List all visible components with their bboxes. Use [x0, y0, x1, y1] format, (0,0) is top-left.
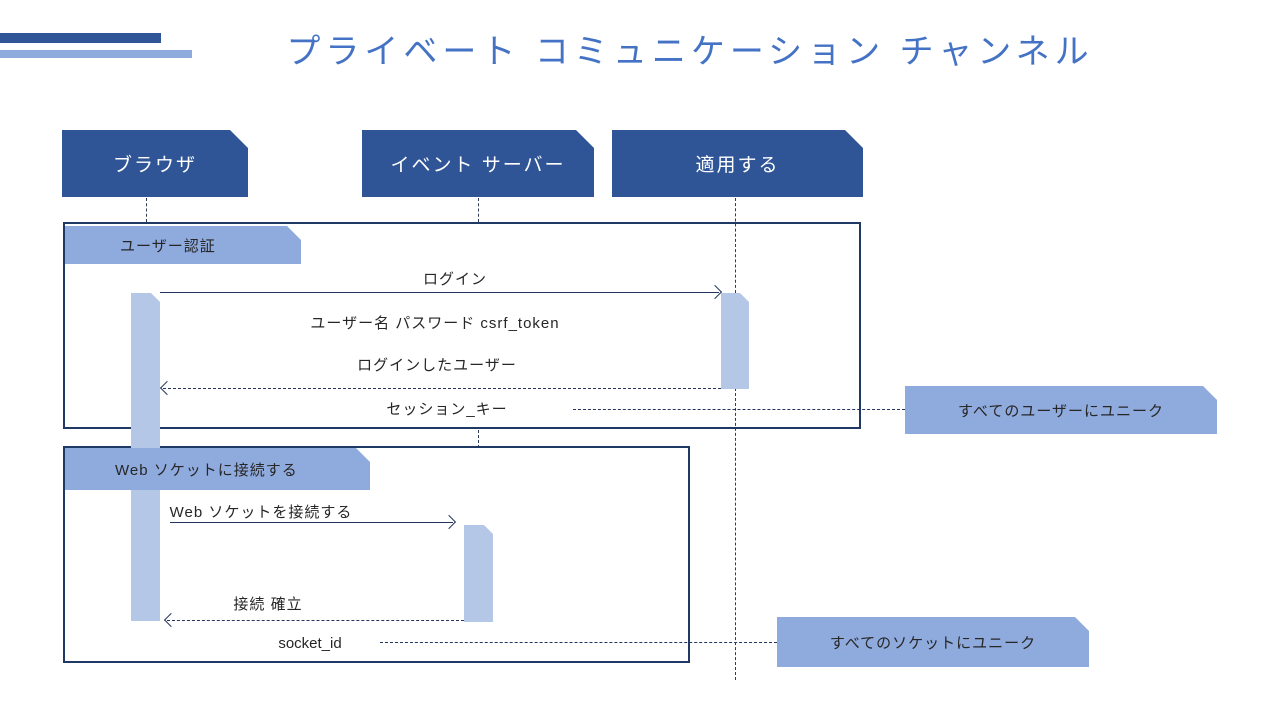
message-arrow-login [160, 284, 723, 300]
note-unique-per-user: すべてのユーザーにユニーク [905, 386, 1217, 434]
frame-label-websocket-connect: Web ソケットに接続する [65, 448, 370, 490]
frame-label-user-auth-text: ユーザー認証 [120, 237, 216, 255]
decorative-bar-light [0, 50, 192, 58]
message-label-connect-websocket: Web ソケットを接続する [169, 504, 353, 521]
decorative-bar-dark [0, 33, 161, 43]
frame-label-websocket-connect-text: Web ソケットに接続する [115, 461, 298, 479]
note-connector-session-key [573, 409, 905, 410]
frame-websocket-connect [63, 446, 690, 663]
frame-user-auth [63, 222, 861, 429]
actor-label-browser: ブラウザ [112, 155, 197, 176]
lifeline-event-server-middle [478, 430, 479, 448]
lifeline-application-upper [735, 198, 736, 293]
message-label-login: ログイン [422, 271, 487, 288]
message-label-session-key: セッション_キー [386, 401, 508, 418]
note-connector-socket-id [380, 642, 777, 643]
lifeline-event-server-upper [478, 198, 479, 222]
slide-title: プライベート コミュニケーション チャンネル [286, 33, 1094, 71]
activation-bar-application [721, 293, 749, 389]
actor-box-event-server: イベント サーバー [362, 130, 594, 197]
message-arrow-logged-in-user [159, 380, 721, 396]
actor-box-browser: ブラウザ [62, 130, 248, 197]
message-arrow-connect-websocket [170, 514, 457, 530]
lifeline-application-lower [735, 388, 736, 680]
note-unique-per-socket-text: すべてのソケットにユニーク [829, 634, 1037, 652]
lifeline-browser [146, 198, 147, 222]
message-label-login-params: ユーザー名 パスワード csrf_token [310, 315, 560, 332]
frame-label-user-auth: ユーザー認証 [65, 226, 301, 264]
actor-label-application: 適用する [695, 155, 780, 176]
message-label-socket-id: socket_id [278, 635, 342, 652]
note-unique-per-user-text: すべてのユーザーにユニーク [957, 402, 1165, 420]
message-arrow-connection-established [163, 612, 464, 628]
note-unique-per-socket: すべてのソケットにユニーク [777, 617, 1089, 667]
message-label-connection-established: 接続 確立 [233, 596, 303, 613]
activation-bar-event-server [464, 525, 493, 622]
message-label-logged-in-user: ログインしたユーザー [357, 357, 517, 374]
actor-box-application: 適用する [612, 130, 863, 197]
actor-label-event-server: イベント サーバー [390, 155, 566, 176]
